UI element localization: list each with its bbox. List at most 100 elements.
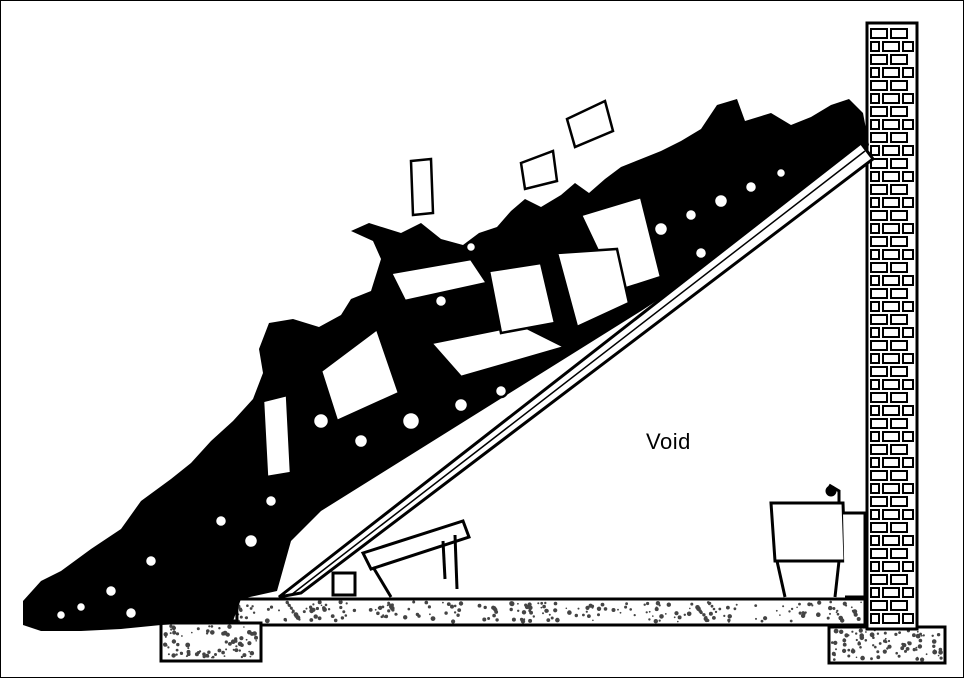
stipple-dot <box>228 642 232 646</box>
stipple-dot <box>938 650 943 655</box>
brick <box>890 522 908 533</box>
brick <box>870 444 888 455</box>
stipple-dot <box>196 627 200 631</box>
stipple-dot <box>169 624 173 628</box>
stipple-dot <box>860 601 862 604</box>
stipple-dot <box>936 633 941 637</box>
brick <box>902 561 914 572</box>
stipple-dot <box>254 635 258 640</box>
stipple-dot <box>567 610 572 615</box>
stipple-dot <box>227 624 232 629</box>
stipple-dot <box>207 650 211 654</box>
brick <box>870 223 880 234</box>
stipple-dot <box>245 638 248 641</box>
brick <box>870 405 880 416</box>
brick <box>890 236 908 247</box>
brick <box>870 197 880 208</box>
brick <box>902 613 914 624</box>
stipple-dot <box>931 634 934 637</box>
brick <box>870 171 880 182</box>
stipple-dot <box>238 649 241 652</box>
brick <box>870 561 880 572</box>
brick <box>882 587 900 598</box>
brick <box>890 54 908 65</box>
stipple-dot <box>925 653 928 656</box>
right-brick-wall <box>865 21 919 631</box>
brick <box>890 340 908 351</box>
stipple-dot <box>882 649 887 654</box>
brick <box>870 54 888 65</box>
brick <box>890 366 908 377</box>
stipple-dot <box>352 608 357 613</box>
stipple-dot <box>796 606 798 609</box>
stipple-dot <box>842 648 847 654</box>
brick <box>902 93 914 104</box>
brick <box>870 236 888 247</box>
brick <box>890 392 908 403</box>
brick <box>870 262 888 273</box>
brick <box>870 353 880 364</box>
stipple-dot <box>492 613 496 618</box>
stipple-dot <box>223 655 226 657</box>
brick <box>870 509 880 520</box>
stipple-dot <box>322 606 326 610</box>
stipple-dot <box>876 655 881 660</box>
brick <box>882 613 900 624</box>
stipple-dot <box>377 606 381 610</box>
stipple-dot <box>833 640 838 646</box>
stipple-dot <box>546 618 551 622</box>
stipple-dot <box>340 616 345 620</box>
stipple-dot <box>230 639 236 644</box>
stipple-dot <box>495 618 499 622</box>
stipple-dot <box>206 629 210 633</box>
stipple-dot <box>633 614 636 617</box>
stipple-dot <box>269 605 274 609</box>
brick <box>870 93 880 104</box>
stipple-dot <box>390 603 394 607</box>
brick <box>882 561 900 572</box>
brick <box>902 587 914 598</box>
stipple-dot <box>884 637 887 640</box>
brick <box>902 405 914 416</box>
stipple-dot <box>897 654 901 658</box>
stipple-dot <box>191 631 193 634</box>
stipple-dot <box>846 633 849 636</box>
stipple-dot <box>298 618 301 621</box>
brick <box>882 379 900 390</box>
stipple-dot <box>264 618 270 624</box>
brick <box>902 301 914 312</box>
brick <box>902 275 914 286</box>
stipple-dot <box>309 606 313 610</box>
stipple-dot <box>735 603 738 606</box>
stipple-dot <box>291 611 294 614</box>
stipple-dot <box>654 607 659 612</box>
brick <box>882 171 900 182</box>
stipple-dot <box>235 649 238 652</box>
brick <box>870 106 888 117</box>
stipple-dot <box>857 641 861 644</box>
debris-pile <box>23 99 869 631</box>
stipple-dot <box>895 651 898 655</box>
brick <box>870 80 888 91</box>
stipple-dot <box>912 647 916 652</box>
stipple-dot <box>878 642 882 645</box>
stipple-dot <box>790 607 794 611</box>
brick <box>870 327 880 338</box>
brick <box>890 106 908 117</box>
stipple-dot <box>523 618 526 621</box>
stipple-dot <box>338 600 343 605</box>
stipple-dot <box>817 600 822 605</box>
stipple-dot <box>917 644 923 649</box>
stipple-dot <box>603 607 608 611</box>
collapsed-floor-slab <box>278 140 876 599</box>
stipple-dot <box>458 601 464 606</box>
stipple-dot <box>859 635 865 641</box>
stipple-dot <box>532 615 535 618</box>
stipple-dot <box>453 604 457 608</box>
stipple-dot <box>249 651 255 656</box>
stipple-dot <box>937 654 940 657</box>
stipple-dot <box>163 642 168 647</box>
stipple-dot <box>185 655 188 658</box>
stipple-dot <box>835 648 837 651</box>
stipple-dot <box>905 647 910 651</box>
